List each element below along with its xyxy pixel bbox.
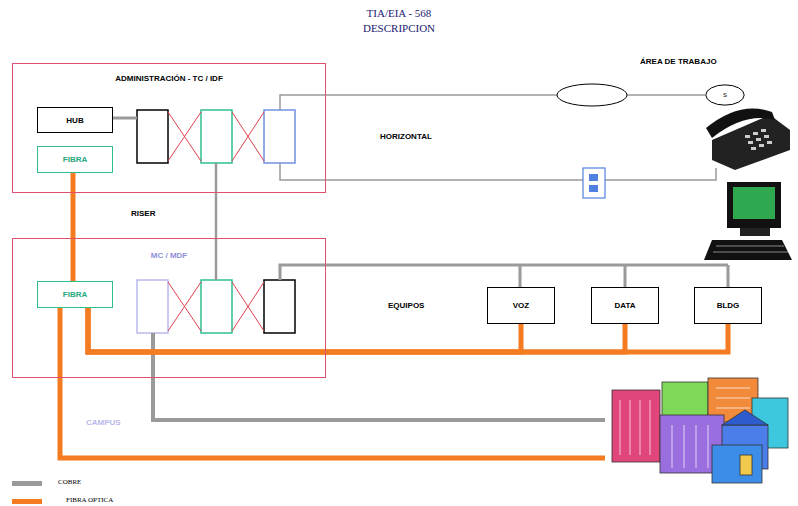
node-text: S — [723, 92, 727, 98]
fiber-link — [88, 308, 521, 352]
legend-text: FIBRA OPTICA — [66, 496, 113, 504]
diagram-title: TIA/EIA - 568 DESCRIPCION — [339, 6, 459, 36]
node-text: DATA — [614, 301, 635, 310]
node-text: ADMINISTRACIÓN - TC / IDF — [13, 74, 325, 83]
building-box: BLDG — [694, 287, 762, 324]
legend-swatch — [12, 481, 42, 486]
outlet-ellipse: S — [705, 84, 745, 106]
voice-box: VOZ — [487, 287, 555, 324]
telephone-icon — [706, 108, 790, 170]
node-text: BLDG — [717, 301, 740, 310]
fiber-box: FIBRA — [37, 281, 113, 308]
admin-region: ADMINISTRACIÓN - TC / IDF HUB FIBRA — [12, 63, 326, 193]
hub-box: HUB — [37, 107, 113, 133]
node-text: VOZ — [513, 301, 529, 310]
equipment-label: EQUIPOS — [388, 301, 424, 310]
legend-text: COBRE — [58, 478, 81, 486]
riser-label: RISER — [131, 209, 155, 218]
computer-icon — [704, 182, 792, 260]
fiber-box: FIBRA — [37, 146, 113, 173]
legend-swatch — [12, 499, 42, 504]
horizontal-label: HORIZONTAL — [380, 132, 432, 141]
node-text: FIBRA — [63, 155, 87, 164]
data-box: DATA — [591, 287, 659, 324]
fiber-link — [73, 173, 74, 281]
mc-region: MC / MDF FIBRA — [12, 238, 326, 378]
node-text: MC / MDF — [13, 251, 325, 260]
node-text: FIBRA — [63, 290, 87, 299]
node-text: HUB — [66, 116, 83, 125]
campus-label: CAMPUS — [86, 418, 121, 427]
area-label: ÁREA DE TRABAJO — [640, 57, 717, 66]
buildings-icon — [612, 378, 788, 483]
